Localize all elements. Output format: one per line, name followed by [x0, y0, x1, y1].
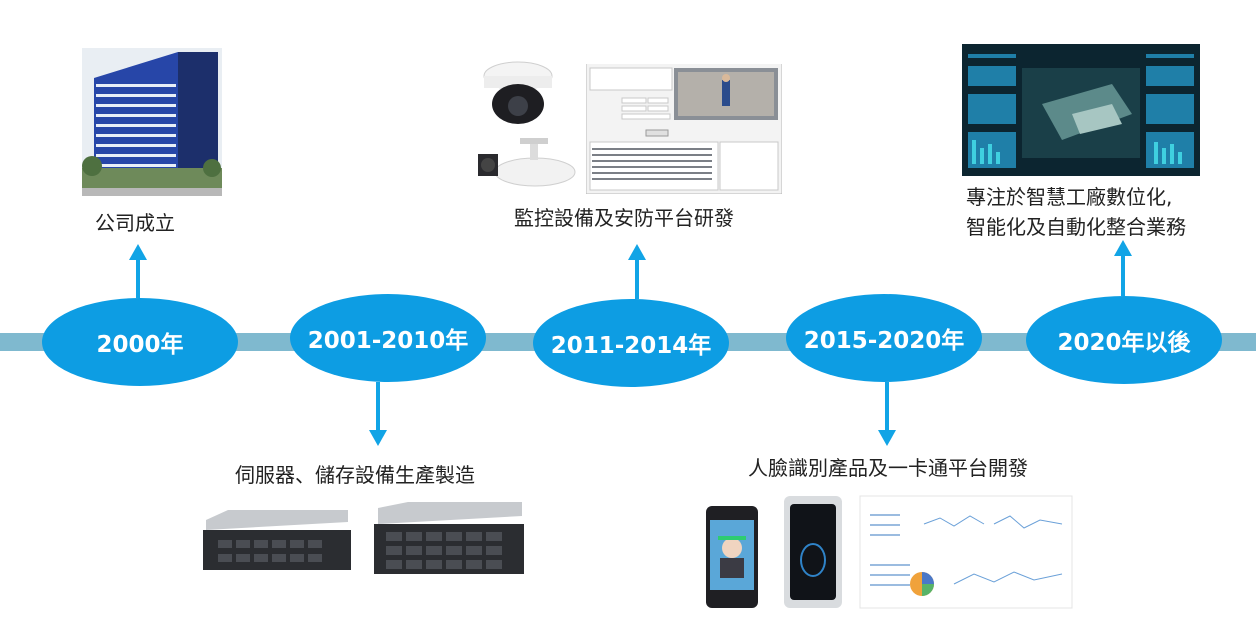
arrow-down-line: [885, 382, 889, 430]
milestone-2015-2020: 2015-2020年: [786, 294, 982, 382]
monitoring-software-screenshot: [586, 56, 782, 194]
milestone-year: 2020年以後: [1057, 330, 1191, 356]
milestone-year: 2001-2010年: [307, 328, 469, 354]
milestone-2000: 2000年: [42, 298, 238, 386]
arrow-up-icon: [628, 244, 646, 260]
milestone-2001-2010: 2001-2010年: [290, 294, 486, 382]
milestone-2020-after: 2020年以後: [1026, 296, 1222, 384]
arrow-down-icon: [369, 430, 387, 446]
milestone-2011-2014: 2011-2014年: [533, 299, 729, 387]
caption-face-recognition: 人臉識別產品及一卡通平台開發: [748, 456, 1028, 480]
arrow-up-icon: [129, 244, 147, 260]
caption-smart-factory-1: 專注於智慧工廠數位化,: [966, 185, 1173, 209]
cctv-camera-photo: [478, 61, 576, 187]
milestone-year: 2000年: [96, 332, 184, 358]
caption-company-founded: 公司成立: [95, 211, 175, 235]
smart-factory-dashboard-photo: [962, 44, 1200, 176]
arrow-down-icon: [878, 430, 896, 446]
arrow-down-line: [376, 382, 380, 430]
caption-surveillance: 監控設備及安防平台研發: [514, 206, 734, 230]
caption-smart-factory-2: 智能化及自動化整合業務: [966, 215, 1186, 239]
arrow-up-icon: [1114, 240, 1132, 256]
arrow-up-line: [136, 258, 140, 298]
arrow-up-line: [635, 258, 639, 299]
office-building-photo: [82, 48, 222, 196]
milestone-year: 2015-2020年: [803, 328, 965, 354]
face-recognition-terminal-photo: [706, 495, 1073, 609]
rack-server-photo: [203, 502, 524, 574]
arrow-up-line: [1121, 254, 1125, 296]
caption-server-storage: 伺服器、儲存設備生產製造: [235, 463, 475, 487]
milestone-year: 2011-2014年: [550, 333, 712, 359]
